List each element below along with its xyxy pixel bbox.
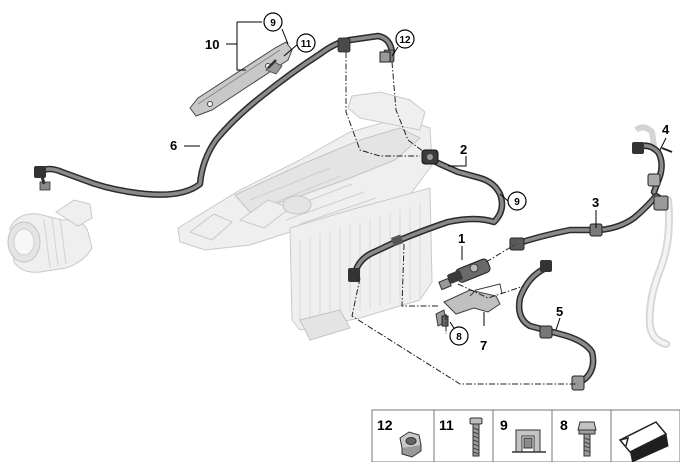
callout-5: 5 xyxy=(556,304,563,319)
part-3-hose xyxy=(509,192,669,251)
clip-nut-icon xyxy=(512,429,546,453)
legend-num-12: 12 xyxy=(377,417,393,433)
callout-6: 6 xyxy=(170,138,177,153)
part-5-hose xyxy=(515,260,597,391)
arrow-symbol-icon xyxy=(618,421,669,462)
part-10-bracket xyxy=(189,41,293,117)
legend-strip: 12 11 9 8 xyxy=(371,409,680,462)
callout-9-top-circle xyxy=(263,12,283,32)
part-6-hose xyxy=(34,32,396,198)
callout-2: 2 xyxy=(460,142,467,157)
legend-num-9: 9 xyxy=(500,417,508,433)
intake-duct-ghost xyxy=(7,199,93,273)
legend-num-11: 11 xyxy=(439,417,454,433)
callout-4: 4 xyxy=(662,122,670,137)
part-1-valve xyxy=(438,258,491,291)
part-2-hose xyxy=(348,149,506,282)
intake-manifold-ghost xyxy=(177,91,433,251)
callout-9-top: 9 xyxy=(270,18,276,29)
callout-12-circle xyxy=(395,29,415,49)
legend-cell-8 xyxy=(551,409,612,462)
callout-3: 3 xyxy=(592,195,599,210)
hex-nut-icon xyxy=(399,431,422,458)
callout-11-circle xyxy=(296,33,316,53)
part-11-screw xyxy=(267,59,277,69)
callout-9-mid-circle xyxy=(507,191,527,211)
callout-8: 8 xyxy=(456,332,462,343)
part-4-hose xyxy=(632,142,673,196)
callout-10: 10 xyxy=(205,37,219,52)
part-7-bracket xyxy=(435,283,503,327)
leader-lines xyxy=(184,21,667,337)
screw-icon xyxy=(469,417,483,457)
legend-num-8: 8 xyxy=(560,417,568,433)
part-8-bolt xyxy=(441,315,449,327)
callout-9-mid: 9 xyxy=(514,197,520,208)
assembly-lines xyxy=(345,52,578,385)
callout-1: 1 xyxy=(458,231,465,246)
hex-bolt-icon xyxy=(577,421,597,457)
callout-11: 11 xyxy=(301,39,312,50)
callout-8-circle xyxy=(449,326,469,346)
right-pipe-ghost xyxy=(634,124,673,348)
callout-12: 12 xyxy=(399,35,411,46)
callout-7: 7 xyxy=(480,338,487,353)
legend-cell-11 xyxy=(433,409,494,462)
part-12-nut xyxy=(379,51,391,63)
callouts: 9 10 11 12 6 2 9 3 4 1 5 8 7 xyxy=(170,12,670,353)
